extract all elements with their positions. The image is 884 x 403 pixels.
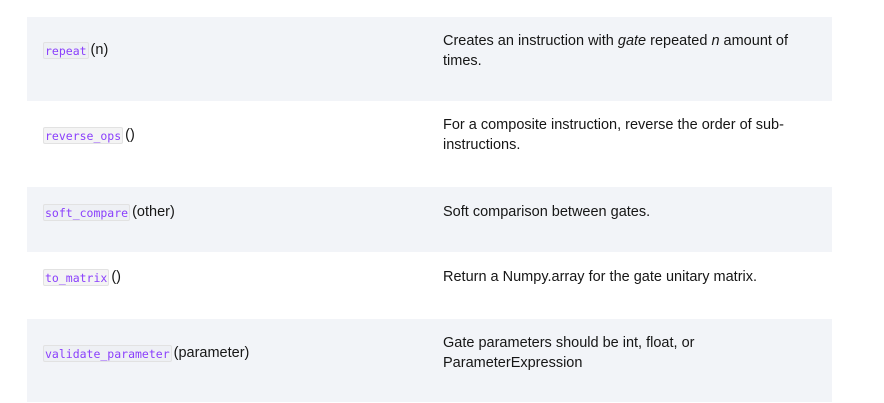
description-text: amount of times. <box>443 33 789 69</box>
method-signature: to_matrix () <box>27 267 443 287</box>
method-signature: validate_parameter (parameter) <box>27 343 443 363</box>
method-name-link[interactable]: to_matrix <box>43 268 110 286</box>
method-name-link[interactable]: validate_parameter <box>43 344 172 362</box>
method-description: For a composite instruction, reverse the… <box>443 117 784 153</box>
method-description: Gate parameters should be int, float, or… <box>443 335 695 371</box>
table-row: validate_parameter (parameter) Gate para… <box>27 319 832 402</box>
description-text: repeated <box>646 33 712 49</box>
table-row: soft_compare (other) Soft comparison bet… <box>27 187 832 252</box>
method-description: Return a Numpy.array for the gate unitar… <box>443 269 758 285</box>
method-name-link[interactable]: soft_compare <box>43 203 131 221</box>
table-row: repeat (n) Creates an instruction with g… <box>27 17 832 101</box>
description-text: Creates an instruction with <box>443 33 618 49</box>
method-args: (n) <box>90 42 109 58</box>
table-row: to_matrix () Return a Numpy.array for th… <box>27 252 832 319</box>
method-args: (parameter) <box>173 345 250 361</box>
methods-table: repeat (n) Creates an instruction with g… <box>27 17 832 402</box>
method-signature: soft_compare (other) <box>27 202 443 222</box>
description-emphasis-n: n <box>711 33 720 49</box>
method-name-link[interactable]: repeat <box>43 41 89 59</box>
method-signature: reverse_ops () <box>27 125 443 145</box>
description-emphasis-gate: gate <box>617 33 647 49</box>
method-args: (other) <box>132 204 175 220</box>
method-description: Soft comparison between gates. <box>443 204 651 220</box>
method-args: () <box>111 269 121 285</box>
method-signature: repeat (n) <box>27 40 443 60</box>
table-row: reverse_ops () For a composite instructi… <box>27 101 832 187</box>
method-name-link[interactable]: reverse_ops <box>43 126 124 144</box>
method-args: () <box>125 127 135 143</box>
method-description: Creates an instruction with gate repeate… <box>443 31 832 71</box>
